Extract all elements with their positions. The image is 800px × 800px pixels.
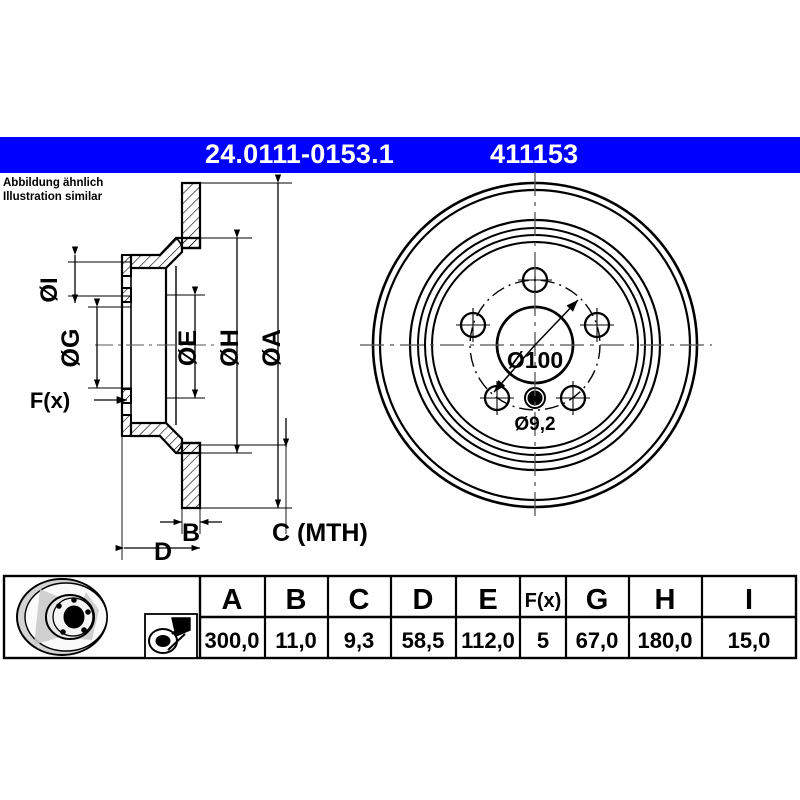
table-header-B: B: [286, 584, 307, 616]
dimension-label-B: B: [182, 519, 200, 547]
table-header-C: C: [349, 584, 370, 616]
dimension-A: ØA: [200, 174, 292, 509]
dimension-D: D: [115, 436, 200, 566]
dimension-B: B: [160, 508, 222, 547]
table-value-D: 58,5: [402, 628, 445, 653]
dimension-label-A: ØA: [258, 329, 286, 367]
table-value-E: 112,0: [461, 628, 515, 653]
dimension-Fx: F(x): [30, 388, 127, 413]
bolt-hole: [580, 308, 614, 342]
bolt-circle-leader-2: [493, 344, 536, 393]
caliper-measure-icon: [144, 613, 198, 659]
illustration-note: Abbildung ähnlich Illustration similar: [3, 176, 103, 204]
table-value-C: 9,3: [344, 628, 375, 653]
table-header-E: E: [478, 584, 497, 616]
bolt-circle-label: Ø100: [507, 347, 563, 373]
dimension-label-Fx: F(x): [30, 388, 70, 413]
hub-wall-lower: [121, 414, 132, 437]
table-header-G: G: [586, 584, 609, 616]
dimension-label-C: C (MTH): [272, 519, 368, 547]
dimension-E: ØE: [166, 286, 205, 399]
bolt-hole: [556, 381, 590, 415]
table-value-I: 15,0: [728, 628, 771, 653]
dimension-label-E: ØE: [174, 330, 202, 366]
dimension-I: ØI: [36, 246, 131, 303]
header-banner: [0, 137, 800, 173]
bolt-hole-label: Ø9,2: [514, 414, 555, 435]
hub-wall-mid-upper: [121, 287, 132, 303]
face-view: Ø100 Ø9,2: [360, 172, 712, 522]
brake-disc-3d-icon: [16, 578, 108, 656]
part-number-label: 24.0111-0153.1: [205, 139, 394, 169]
illustration-note-en: Illustration similar: [3, 191, 103, 203]
disc-bell-lower: [129, 421, 202, 455]
table-value-A: 300,0: [204, 628, 259, 653]
locating-hole-filled: [527, 390, 543, 406]
table-header-A: A: [222, 584, 243, 616]
dimension-label-D: D: [154, 538, 172, 566]
dimension-label-H: ØH: [216, 329, 244, 367]
fillet-lower: [175, 440, 183, 454]
spec-table: A B C D E F(x) G H I 300,0 11,0 9,3 58,5…: [2, 574, 798, 660]
dimension-label-I: ØI: [36, 277, 63, 302]
fillet-upper: [175, 237, 183, 251]
table-header-D: D: [413, 584, 434, 616]
illustration-note-de: Abbildung ähnlich: [3, 177, 104, 189]
dimension-H: ØH: [200, 229, 252, 454]
disc-bell-upper: [129, 236, 202, 270]
table-value-B: 11,0: [275, 628, 317, 653]
dimension-G: ØG: [57, 298, 131, 389]
table-header-Fx: F(x): [525, 590, 562, 612]
dimension-C: C (MTH): [200, 418, 368, 547]
table-value-G: 67,0: [576, 628, 619, 653]
table-header-H: H: [655, 584, 676, 616]
table-header-I: I: [745, 584, 753, 616]
section-view: [95, 181, 215, 510]
dimension-label-G: ØG: [57, 329, 85, 368]
table-value-Fx: 5: [537, 628, 549, 653]
hub-wall-mid-lower: [121, 388, 132, 404]
reference-number-label: 411153: [490, 139, 579, 169]
bolt-hole: [456, 308, 490, 342]
bolt-circle-leader: [534, 299, 579, 346]
hub-wall-upper: [121, 254, 132, 277]
table-value-H: 180,0: [637, 628, 692, 653]
